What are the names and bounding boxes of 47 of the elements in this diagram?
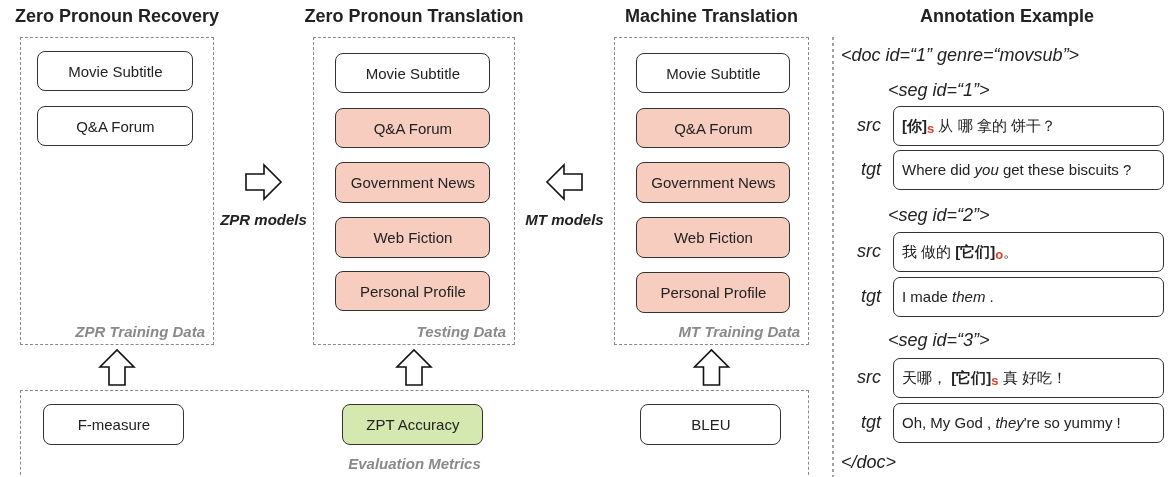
- hollow-arrow: [692, 348, 731, 386]
- sentence-box: Where did you get these biscuits ?: [893, 150, 1164, 190]
- category-box: Movie Subtitle: [335, 53, 491, 94]
- markup-tag: <seg id=“2”>: [888, 205, 990, 226]
- edge-label: MT models: [525, 211, 604, 228]
- row-tag: tgt: [861, 159, 881, 180]
- category-box: F-measure: [43, 404, 185, 446]
- hollow-arrow: [98, 348, 136, 386]
- sentence-box: [你]$_{s}$ 从 哪 拿的 饼干？: [893, 106, 1164, 146]
- sentence-box: 天哪， [它们]$_{s}$ 真 好吃！: [893, 358, 1164, 398]
- category-box: Movie Subtitle: [37, 51, 194, 92]
- sentence-box: Oh, My God , they're so yummy !: [893, 403, 1164, 443]
- category-box: ZPT Accuracy: [342, 404, 484, 446]
- section-title: Zero Pronoun Recovery: [15, 6, 219, 27]
- category-box: Q&A Forum: [37, 106, 194, 147]
- hollow-arrow: [245, 163, 283, 201]
- row-tag: src: [857, 241, 881, 262]
- markup-tag: <seg id=“1”>: [888, 80, 990, 101]
- category-box: Personal Profile: [335, 271, 491, 312]
- category-box: Q&A Forum: [335, 108, 491, 149]
- category-box: Government News: [636, 162, 791, 204]
- sentence-box: 我 做的 [它们]$_{o}$。: [893, 232, 1164, 272]
- category-box: BLEU: [640, 404, 782, 446]
- sentence-box: I made them .: [893, 277, 1164, 317]
- category-box: Web Fiction: [636, 217, 791, 259]
- edge-label: ZPR models: [220, 211, 307, 228]
- group-caption: ZPR Training Data: [75, 323, 205, 340]
- markup-tag: <seg id=“3”>: [888, 330, 990, 351]
- category-box: Personal Profile: [636, 272, 791, 314]
- section-title: Zero Pronoun Translation: [304, 6, 524, 27]
- group-caption: MT Training Data: [678, 323, 800, 340]
- row-tag: src: [857, 115, 881, 136]
- category-box: Q&A Forum: [636, 108, 791, 149]
- markup-tag: </doc>: [841, 452, 897, 473]
- row-tag: tgt: [861, 286, 881, 307]
- row-tag: tgt: [861, 412, 881, 433]
- category-box: Web Fiction: [335, 217, 491, 259]
- category-box: Government News: [335, 162, 491, 204]
- hollow-arrow: [545, 163, 583, 201]
- section-title: Annotation Example: [920, 6, 1094, 27]
- group-caption: Evaluation Metrics: [348, 455, 481, 472]
- row-tag: src: [857, 367, 881, 388]
- markup-tag: <doc id=“1” genre=“movsub”>: [841, 45, 1080, 66]
- group-caption: Testing Data: [416, 323, 506, 340]
- section-title: Machine Translation: [625, 6, 798, 27]
- dashed-group-box: [20, 390, 809, 477]
- category-box: Movie Subtitle: [636, 53, 791, 94]
